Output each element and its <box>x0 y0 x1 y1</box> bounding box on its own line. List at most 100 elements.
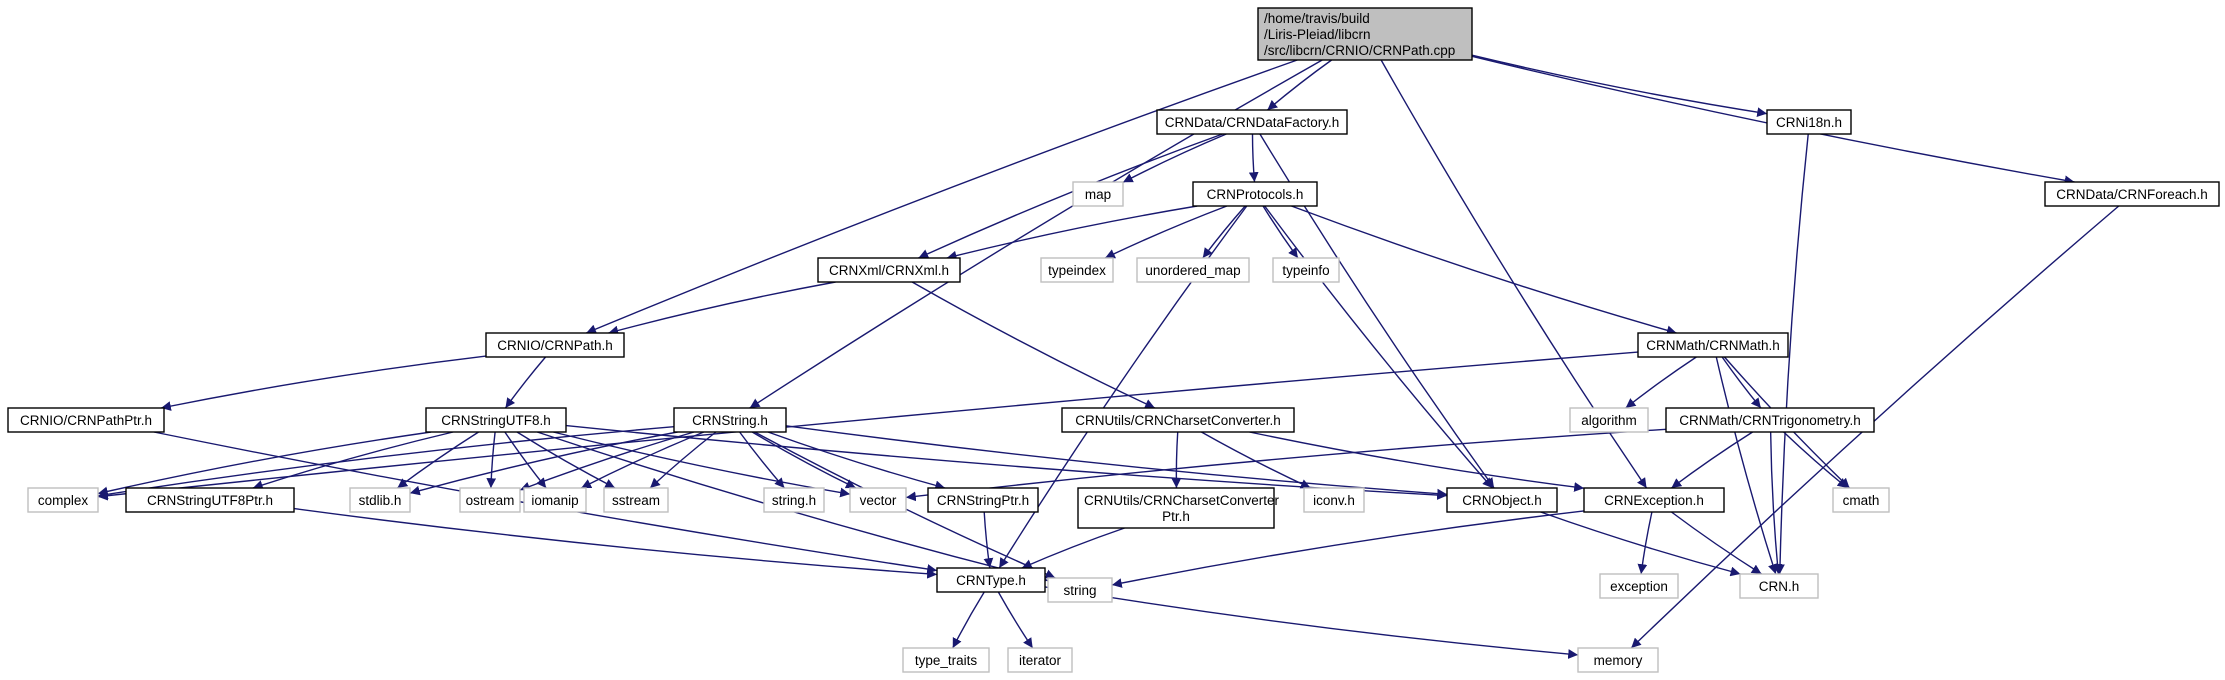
edge-string_h-to-object <box>785 425 1448 499</box>
node-datafactory[interactable]: CRNData/CRNDataFactory.h <box>1156 109 1348 135</box>
node-complex: complex <box>27 487 99 513</box>
edge-protocols-to-typeindex <box>1104 205 1228 259</box>
node-label: string.h <box>772 493 816 508</box>
edge-xml-to-charset <box>911 281 1156 409</box>
node-box <box>817 257 961 283</box>
node-box <box>459 487 521 513</box>
node-label: CRNStringUTF8.h <box>441 413 551 428</box>
node-label: CRNUtils/CRNCharsetConverter.h <box>1075 413 1281 428</box>
edge-stringutf8-to-iomanip <box>504 431 547 489</box>
node-label: CRNUtils/CRNCharsetConverter <box>1084 493 1280 508</box>
node-label: sstream <box>612 493 660 508</box>
edge-protocols-to-math <box>1291 205 1677 336</box>
node-string_h[interactable]: CRNString.h <box>673 407 787 433</box>
edge-stringptr-to-type <box>983 511 994 569</box>
node-box <box>603 487 669 513</box>
node-box <box>927 487 1039 513</box>
node-box <box>1577 647 1659 673</box>
node-string: string <box>1047 577 1113 603</box>
edge-datafactory-to-xml <box>918 133 1223 259</box>
edge-math-to-trig <box>1721 356 1762 409</box>
node-stringptr[interactable]: CRNStringPtr.h <box>927 487 1039 513</box>
node-path[interactable]: CRNIO/CRNPath.h <box>485 332 625 358</box>
edge-protocols-to-type <box>998 205 1248 569</box>
node-box <box>1583 487 1725 513</box>
node-box <box>1007 647 1073 673</box>
node-ostream: ostream <box>459 487 521 513</box>
node-box <box>1192 181 1318 207</box>
edge-charsetptr-to-type <box>1021 527 1125 569</box>
node-math[interactable]: CRNMath/CRNMath.h <box>1637 332 1789 358</box>
node-crn: CRN.h <box>1739 573 1819 599</box>
node-box <box>27 487 99 513</box>
edge-path-to-pathptr <box>160 355 487 411</box>
node-label: CRNIO/CRNPathPtr.h <box>20 413 152 428</box>
edge-exception_h-to-crn <box>1671 511 1762 575</box>
node-box <box>125 487 295 513</box>
edge-math-to-complex <box>97 351 1639 501</box>
node-label: /Liris-Pleiad/libcrn <box>1264 27 1371 42</box>
node-label: CRNData/CRNForeach.h <box>2056 187 2208 202</box>
node-box <box>485 332 625 358</box>
node-box <box>1257 7 1473 61</box>
edge-string_h-to-cstring_h <box>739 431 785 489</box>
node-label: CRNi18n.h <box>1776 115 1842 130</box>
edge-math-to-algorithm <box>1625 356 1697 409</box>
node-typeinfo: typeinfo <box>1272 257 1340 283</box>
edge-trig-to-crn <box>1769 431 1783 575</box>
node-charset[interactable]: CRNUtils/CRNCharsetConverter.h <box>1061 407 1295 433</box>
node-box <box>1077 487 1275 529</box>
edge-protocols-to-unordered_map <box>1202 205 1246 259</box>
edges-layer <box>97 54 2120 659</box>
node-object[interactable]: CRNObject.h <box>1446 487 1558 513</box>
node-i18n[interactable]: CRNi18n.h <box>1766 109 1852 135</box>
edge-protocols-to-typeinfo <box>1262 205 1299 259</box>
edge-stringutf8-to-ostream <box>486 431 497 489</box>
edge-datafactory-to-protocols <box>1248 133 1259 183</box>
edge-stringutf8-to-sstream <box>516 431 616 489</box>
node-pathptr[interactable]: CRNIO/CRNPathPtr.h <box>7 407 165 433</box>
node-protocols[interactable]: CRNProtocols.h <box>1192 181 1318 207</box>
node-label: CRNMath/CRNTrigonometry.h <box>1679 413 1861 428</box>
node-box <box>936 567 1046 593</box>
edge-string_h-to-iomanip <box>580 431 705 489</box>
edge-math-to-crn <box>1715 356 1778 575</box>
node-label: CRNObject.h <box>1462 493 1542 508</box>
node-stringutf8ptr[interactable]: CRNStringUTF8Ptr.h <box>125 487 295 513</box>
node-foreach[interactable]: CRNData/CRNForeach.h <box>2044 181 2220 207</box>
node-typeindex: typeindex <box>1040 257 1114 283</box>
edge-stringutf8-to-complex <box>97 431 432 497</box>
node-exception_h[interactable]: CRNException.h <box>1583 487 1725 513</box>
node-label: /src/libcrn/CRNIO/CRNPath.cpp <box>1264 43 1455 58</box>
edge-stringutf8ptr-to-type <box>293 507 938 579</box>
node-xml[interactable]: CRNXml/CRNXml.h <box>817 257 961 283</box>
edge-string_h-to-sstream <box>649 431 717 489</box>
edge-stringutf8-to-stdlib <box>396 431 479 489</box>
edge-root-to-datafactory <box>1266 59 1333 111</box>
node-box <box>7 407 165 433</box>
node-type[interactable]: CRNType.h <box>936 567 1046 593</box>
node-root[interactable]: /home/travis/build/Liris-Pleiad/libcrn/s… <box>1257 7 1473 61</box>
node-label: iomanip <box>531 493 578 508</box>
node-label: iterator <box>1019 653 1062 668</box>
node-box <box>902 647 990 673</box>
node-box <box>349 487 411 513</box>
edge-trig-to-exception_h <box>1670 431 1753 489</box>
node-memory: memory <box>1577 647 1659 673</box>
node-box <box>1446 487 1558 513</box>
node-label: stdlib.h <box>359 493 402 508</box>
node-cmath: cmath <box>1832 487 1890 513</box>
edge-string_h-to-stdlib <box>409 431 678 496</box>
edge-root-to-string_h <box>749 59 1323 409</box>
edge-string_h-to-stringptr <box>767 431 946 491</box>
node-trig[interactable]: CRNMath/CRNTrigonometry.h <box>1665 407 1875 433</box>
node-iconv: iconv.h <box>1303 487 1365 513</box>
node-label: cmath <box>1843 493 1880 508</box>
node-label: typeindex <box>1048 263 1106 278</box>
node-label: CRNType.h <box>956 573 1026 588</box>
node-stringutf8[interactable]: CRNStringUTF8.h <box>425 407 567 433</box>
edge-datafactory-to-map <box>1122 133 1227 183</box>
node-box <box>1599 573 1679 599</box>
node-box <box>1136 257 1250 283</box>
